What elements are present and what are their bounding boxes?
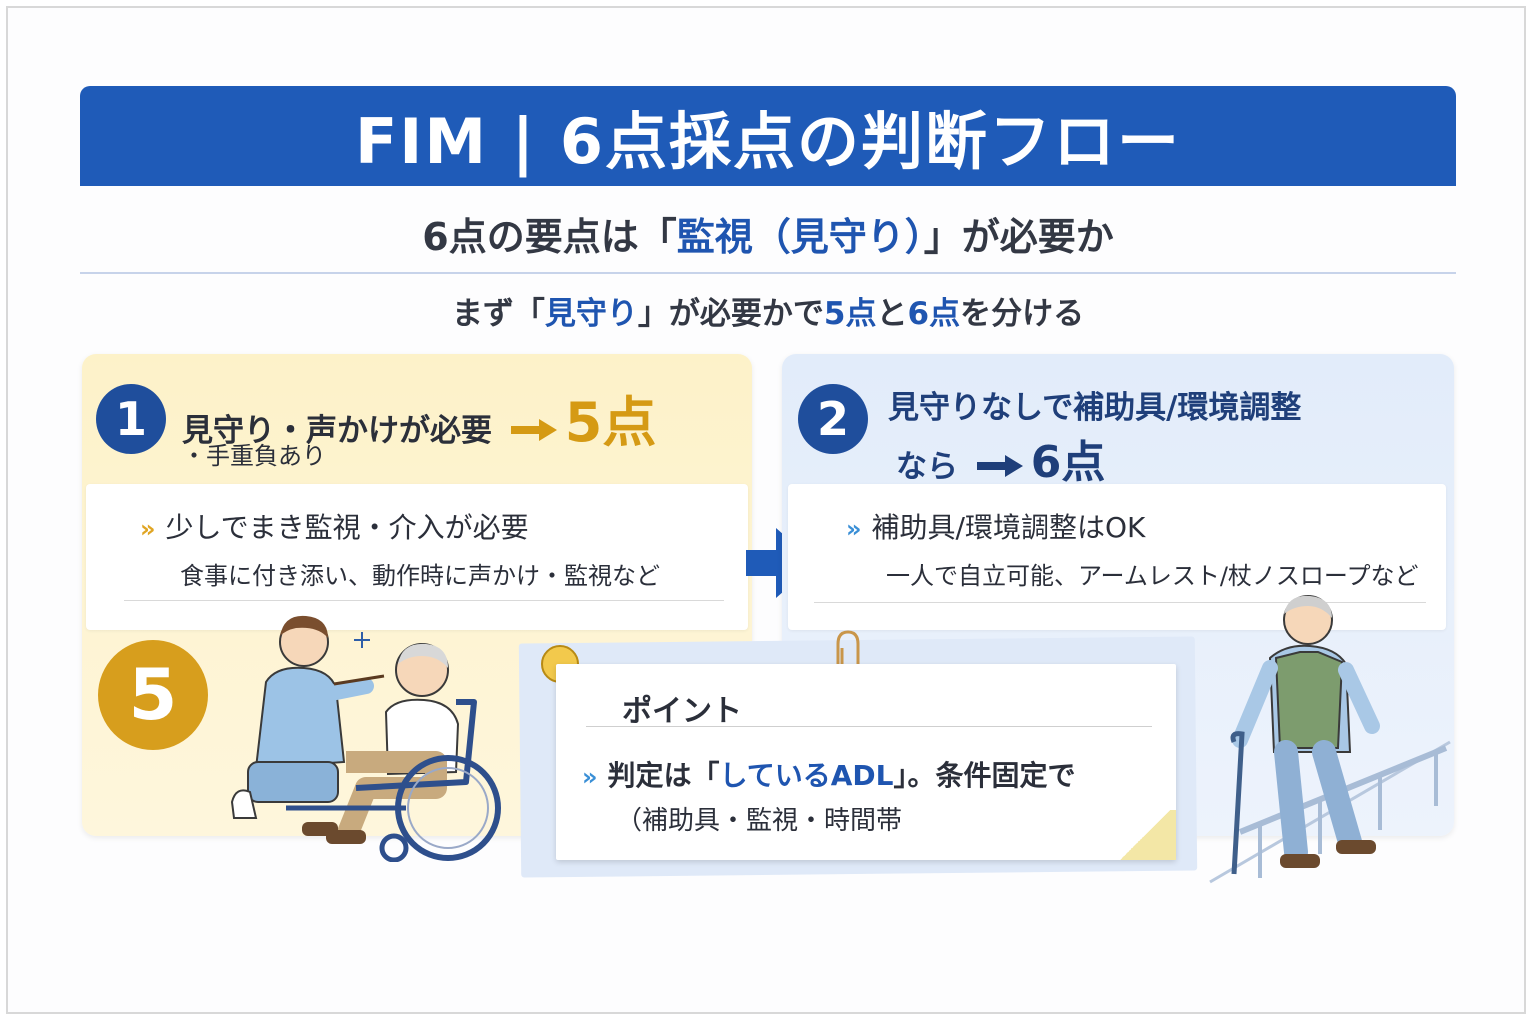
left-separator [124,600,724,601]
note-fold [1114,810,1176,860]
lead-highlight-1: 見守り [544,296,638,332]
right-item-title: 補助具/環境調整はOK [871,511,1146,544]
note-line1-prefix: 判定は「 [607,759,720,792]
subtitle-prefix: 6点の要点は「 [422,215,677,259]
lead-part-4: を分ける [960,296,1085,332]
lead-part-3: と [876,296,908,332]
note-line1-suffix: 」。条件固定で [893,759,1076,792]
right-detail-box [788,484,1446,630]
subtitle-suffix: 」が必要か [923,215,1114,259]
score-badge-5: 5 [98,640,208,750]
right-score: 6点 [1030,437,1106,488]
sparkle-icon [354,632,370,648]
lead-part-1: まず「 [451,296,545,332]
arrow-right-icon [510,415,557,451]
elder-with-cane-illustration [1200,592,1460,896]
left-item-title: 少しでまき監視・介入が必要 [165,511,529,544]
arrow-right-icon [976,451,1023,487]
chevron-right-icon: » [582,763,598,791]
right-heading-line1: 見守りなしで補助具/環境調整 [888,390,1302,426]
note-title: ポイント [622,694,742,729]
note-line-2: （補助具・監視・時間帯 [616,806,903,836]
left-subheading: ・手重負あり [182,442,326,470]
note-line-1: » 判定は「しているADL」。条件固定で [582,754,1075,794]
left-detail-box [86,484,748,630]
chevron-right-icon: » [846,515,862,543]
caregiver-wheelchair-illustration [226,612,516,866]
point-note: ポイント » 判定は「しているADL」。条件固定で （補助具・監視・時間帯 [556,664,1176,860]
right-separator [814,602,1426,603]
right-heading-prefix: なら [896,449,958,485]
left-item-detail: 食事に付き添い、動作時に声かけ・監視など [180,562,660,590]
note-separator [586,726,1152,727]
arrow-right-icon [746,528,816,602]
left-heading: 見守り・声かけが必要 [182,413,492,449]
subtitle-highlight: 監視（見守り） [676,215,924,259]
page-title: FIM | 6点採点の判断フロー [354,105,1182,178]
lead-highlight-3: 6点 [907,296,961,332]
subtitle: 6点の要点は「監視（見守り）」が必要か [80,206,1456,261]
step-number-1: 1 [96,384,166,454]
step-number-2: 2 [798,384,868,454]
lead-highlight-2: 5点 [823,296,877,332]
left-score: 5点 [564,391,657,454]
lead-text: まず「見守り」が必要かで5点と6点を分ける [80,288,1456,333]
title-bar: FIM | 6点採点の判断フロー [80,86,1456,186]
right-heading-line2: なら 6点 [896,426,1105,490]
left-item-title-row: » 少しでまき監視・介入が必要 [140,506,529,546]
right-item-detail: 一人で自立可能、アームレスト/杖ノスロープなど [886,562,1419,590]
divider [80,272,1456,274]
right-item-title-row: » 補助具/環境調整はOK [846,506,1145,546]
lead-part-2: 」が必要かで [637,296,824,332]
chevron-right-icon: » [140,515,156,543]
note-line1-highlight: しているADL [719,759,894,792]
left-heading-row: 見守り・声かけが必要 5点 [182,378,656,457]
